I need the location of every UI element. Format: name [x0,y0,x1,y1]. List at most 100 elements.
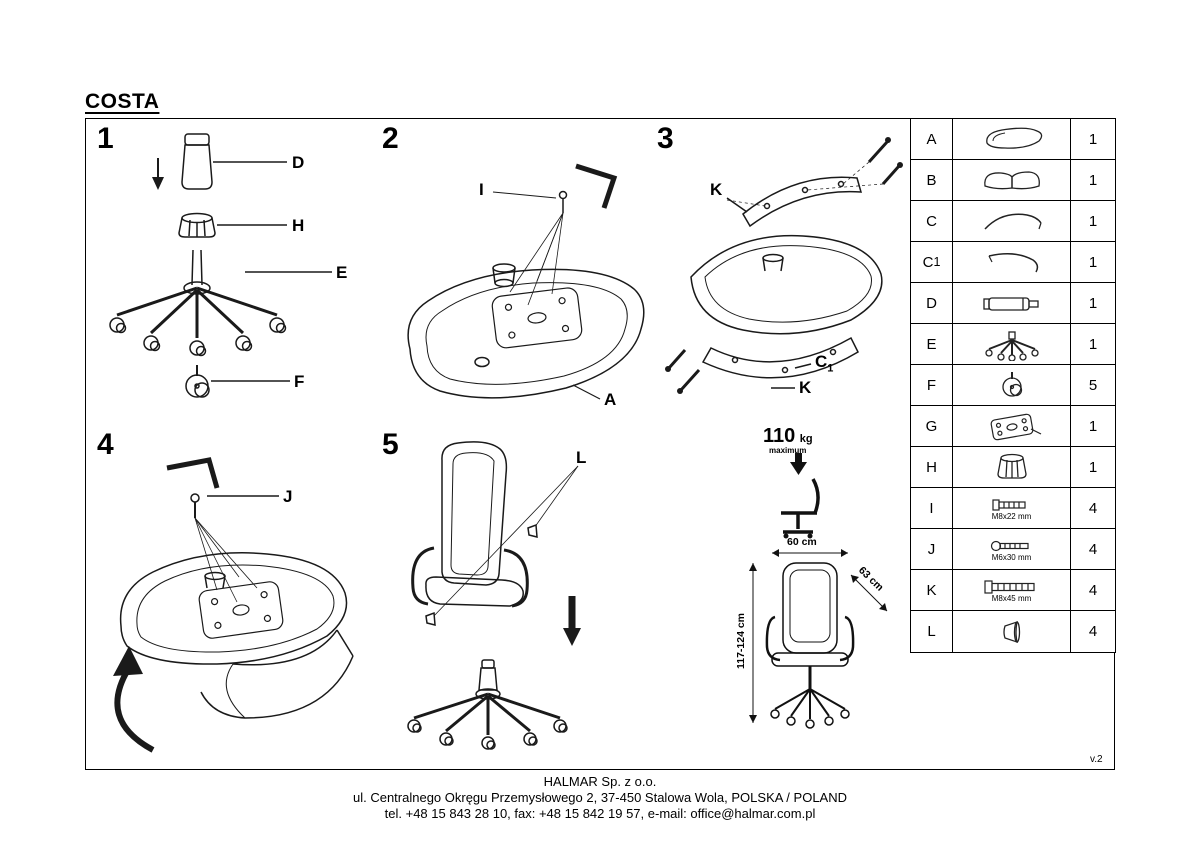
cover-drawing [178,212,216,238]
label-part-j: J [283,487,293,506]
seat-underside-drawing [407,263,645,399]
part-letter: B [911,160,953,200]
label-part-i: I [479,180,484,199]
leader-line-c1 [794,363,812,369]
leader-line-a [572,384,601,400]
bolt-position-lines [726,161,884,207]
page-title: COSTA [85,90,160,113]
leader-line-i [492,191,557,199]
gas-lift-drawing [181,133,213,190]
part-qty: 4 [1088,499,1098,517]
label-part-d: D [292,153,305,172]
allen-key-drawing [575,163,618,209]
parts-row-b: B 1 [911,160,1115,201]
step-4: 4 J [95,428,370,763]
leader-line-k-top [726,197,748,213]
flip-arrow-icon [113,646,155,753]
part-qty: 4 [1088,540,1098,558]
plug-icon [953,611,1071,652]
part-letter: D [911,283,953,323]
plug-drawing [527,523,538,538]
seat-icon [953,119,1071,159]
base-star-icon [953,324,1071,364]
dimension-arrows [749,549,888,723]
version-label: v.2 [1090,754,1103,765]
armrest-tube-icon [953,201,1071,241]
part-qty: 4 [1088,623,1098,640]
part-qty: 1 [1088,212,1098,230]
bolts-top-drawing [867,137,903,185]
part-letter: F [911,365,953,405]
gas-lift-icon [953,283,1071,323]
parts-row-k: K M8x45 mm 4 [911,570,1115,611]
part-letter: A [911,119,953,159]
part-letter: K [911,570,953,610]
parts-row-i: I M8x22 mm 4 [911,488,1115,529]
part-letter: L [911,611,953,652]
step-5: 5 L [380,428,615,758]
chair-pictogram [781,478,820,534]
parts-row-l: L 4 [911,611,1115,652]
screw-drawing [558,190,568,213]
plug-position-lines [431,465,579,619]
parts-row-g: G 1 [911,406,1115,447]
info-panel: 110 kg maximum 60 cm 63 cm 117-124 cm [725,425,905,760]
chair-upper-drawing [411,441,529,608]
caster-icon [953,365,1071,405]
weight-limit: 110 kg [763,425,813,448]
plug-drawing [425,611,436,626]
weight-arrow-icon [790,453,807,475]
step-3-number: 3 [657,122,674,155]
seat-flipped-drawing [119,552,354,719]
part-letter: G [911,406,953,446]
part-qty: 4 [1088,581,1098,599]
weight-note: maximum [769,446,807,455]
part-letter: J [911,529,953,569]
step-5-drawing [407,441,581,750]
part-qty: 1 [1088,458,1098,476]
part-letter: E [911,324,953,364]
label-part-a: A [604,390,617,409]
armrest-bracket-top-drawing [742,176,863,228]
screw-position-lines [194,517,258,603]
step-2-drawing [407,163,645,400]
step-4-drawing [113,457,354,753]
dimension-height: 117-124 cm [735,612,747,670]
screw-size-label: M8x22 mm [991,511,1032,521]
step-4-number: 4 [97,428,114,461]
part-qty: 1 [1088,171,1098,189]
label-part-c1: C1 [815,352,834,375]
step-2: 2 I A [380,122,675,432]
screw-icon: M6x30 mm [953,529,1071,569]
bolt-icon: M8x45 mm [953,570,1071,610]
seat-drawing [690,234,883,335]
dimension-drawing [749,453,888,729]
label-part-e: E [336,263,348,282]
parts-row-c: C 1 [911,201,1115,242]
footer-address: ul. Centralnego Okręgu Przemysłowego 2, … [352,790,847,805]
step-3: 3 K C1 K [655,122,905,432]
parts-row-e: E 1 [911,324,1115,365]
part-letter: I [911,488,953,528]
part-letter: C [911,201,953,241]
footer: HALMAR Sp. z o.o. ul. Centralnego Okręgu… [0,774,1200,822]
label-part-f: F [294,372,305,391]
step-3-drawing [665,137,903,394]
parts-row-d: D 1 [911,283,1115,324]
screw-size-label: M6x30 mm [991,552,1032,562]
part-qty: 1 [1088,253,1098,271]
cover-icon [953,447,1071,487]
base-assembly-drawing [407,659,568,750]
label-part-k-bottom: K [799,378,812,397]
chair-front-view-drawing [765,562,855,729]
footer-company: HALMAR Sp. z o.o. [543,774,657,789]
part-qty: 1 [1088,294,1098,312]
parts-row-a: A 1 [911,119,1115,160]
bolt-size-label: M8x45 mm [991,593,1032,603]
allen-key-drawing [166,457,220,489]
down-arrow-icon [563,596,581,646]
parts-row-j: J M6x30 mm 4 [911,529,1115,570]
screw-drawing [190,493,200,518]
screw-icon: M8x22 mm [953,488,1071,528]
